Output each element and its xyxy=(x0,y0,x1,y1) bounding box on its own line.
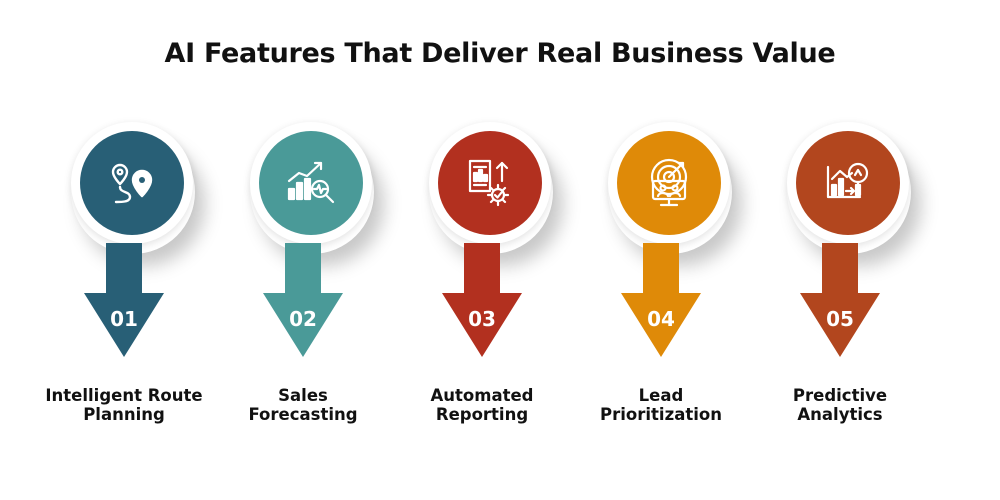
feature-number: 03 xyxy=(468,307,496,331)
target-monitor-icon xyxy=(650,158,688,207)
bar-chart-trend-magnifier-icon xyxy=(287,161,335,204)
feature-number: 01 xyxy=(110,307,138,331)
number-arrow: 01 xyxy=(84,243,164,357)
icon-circle xyxy=(71,122,193,244)
page-title: AI Features That Deliver Real Business V… xyxy=(164,38,836,69)
number-arrow: 05 xyxy=(800,243,880,357)
feature-number: 04 xyxy=(647,307,675,331)
feature-sales-forecasting: 02 Sales Forecasting xyxy=(213,118,393,458)
feature-label: Predictive Analytics xyxy=(792,386,888,424)
feature-label: Intelligent Route Planning xyxy=(45,386,203,424)
feature-label: Sales Forecasting xyxy=(248,386,358,424)
feature-automated-reporting: 03 Automated Reporting xyxy=(392,118,572,458)
icon-circle xyxy=(608,122,730,244)
icon-circle-fill xyxy=(438,131,542,235)
number-arrow: 03 xyxy=(442,243,522,357)
icon-circle-fill xyxy=(617,131,721,235)
number-arrow: 02 xyxy=(263,243,343,357)
number-arrow: 04 xyxy=(621,243,701,357)
icon-circle xyxy=(429,122,551,244)
icon-circle xyxy=(787,122,909,244)
analytics-chart-magnifier-icon xyxy=(826,162,869,199)
feature-label: Automated Reporting xyxy=(430,386,534,424)
feature-route-planning: 01 Intelligent Route Planning xyxy=(34,118,214,458)
route-map-pin-icon xyxy=(111,163,153,204)
icon-circle-fill xyxy=(796,131,900,235)
feature-lead-prioritization: 04 Lead Prioritization xyxy=(571,118,751,458)
feature-predictive-analytics: 05 Predictive Analytics xyxy=(750,118,930,458)
report-gear-icon xyxy=(468,159,510,207)
feature-number: 05 xyxy=(826,307,854,331)
icon-circle xyxy=(250,122,372,244)
feature-number: 02 xyxy=(289,307,317,331)
icon-circle-fill xyxy=(259,131,363,235)
feature-label: Lead Prioritization xyxy=(600,386,722,424)
icon-circle-fill xyxy=(80,131,184,235)
